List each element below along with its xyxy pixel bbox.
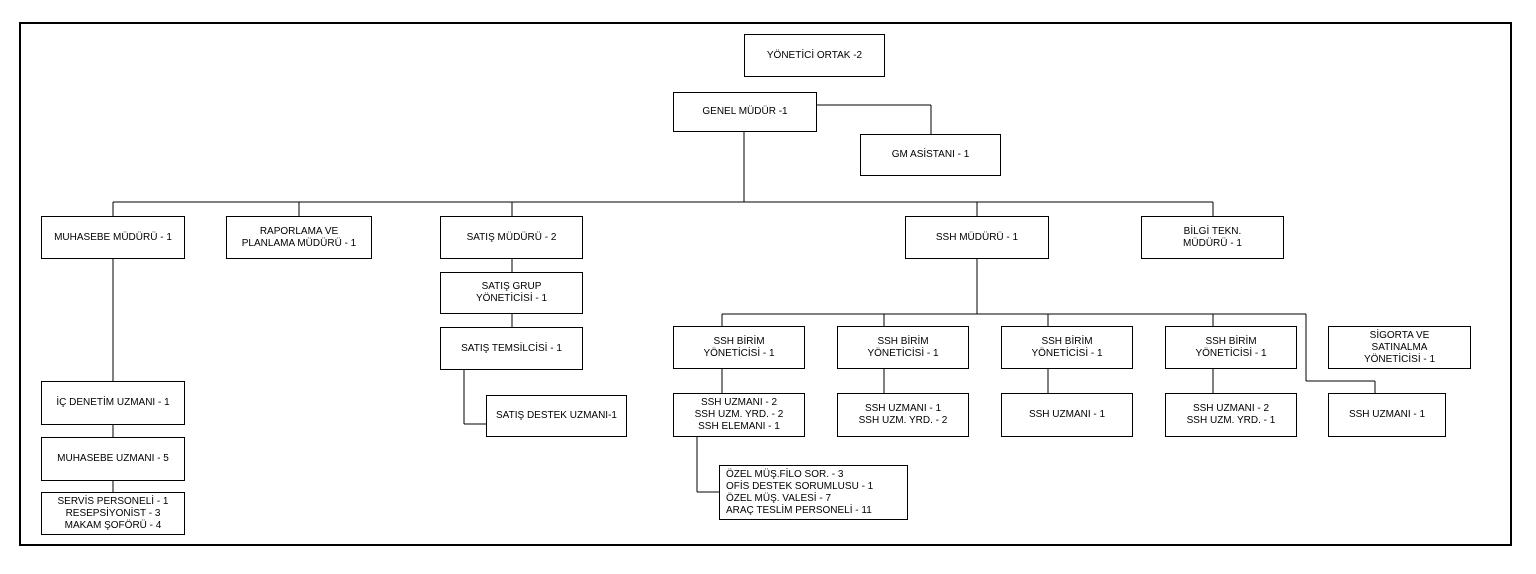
node-raporlama-muduru: RAPORLAMA VE PLANLAMA MÜDÜRÜ - 1 [226, 216, 372, 259]
node-ic-denetim-uzmani: İÇ DENETİM UZMANI - 1 [41, 381, 185, 425]
node-ssh-birim-2: SSH BİRİM YÖNETİCİSİ - 1 [837, 326, 969, 369]
node-sigorta-satinalma: SİGORTA VE SATINALMA YÖNETİCİSİ - 1 [1328, 326, 1471, 369]
node-servis-personeli: SERVİS PERSONELİ - 1 RESEPSİYONİST - 3 M… [41, 492, 185, 535]
node-gm-asistani: GM ASİSTANI - 1 [860, 134, 1001, 176]
diagram-frame [19, 22, 1512, 546]
node-yonetici-ortak: YÖNETİCİ ORTAK -2 [744, 34, 885, 77]
node-ssh-staff-3: SSH UZMANI - 1 [1001, 393, 1133, 437]
node-ssh-sub-staff: ÖZEL MÜŞ.FİLO SOR. - 3 OFİS DESTEK SORUM… [719, 465, 908, 520]
node-satis-destek-uzmani: SATIŞ DESTEK UZMANI-1 [486, 395, 627, 437]
node-muhasebe-uzmani: MUHASEBE UZMANI - 5 [41, 437, 185, 481]
node-bilgi-tekn-muduru: BİLGİ TEKN. MÜDÜRÜ - 1 [1141, 216, 1284, 259]
node-genel-mudur: GENEL MÜDÜR -1 [673, 92, 817, 132]
node-satis-muduru: SATIŞ MÜDÜRÜ - 2 [440, 216, 583, 259]
node-ssh-staff-4: SSH UZMANI - 2 SSH UZM. YRD. - 1 [1165, 393, 1297, 437]
node-ssh-muduru: SSH MÜDÜRÜ - 1 [905, 216, 1049, 259]
node-ssh-staff-2: SSH UZMANI - 1 SSH UZM. YRD. - 2 [837, 393, 969, 437]
node-satis-temsilcisi: SATIŞ TEMSİLCİSİ - 1 [440, 327, 583, 370]
node-satis-grup-yoneticisi: SATIŞ GRUP YÖNETİCİSİ - 1 [440, 272, 583, 314]
node-muhasebe-muduru: MUHASEBE MÜDÜRÜ - 1 [41, 216, 185, 259]
node-ssh-birim-4: SSH BİRİM YÖNETİCİSİ - 1 [1165, 326, 1297, 369]
node-ssh-birim-3: SSH BİRİM YÖNETİCİSİ - 1 [1001, 326, 1133, 369]
node-ssh-birim-1: SSH BİRİM YÖNETİCİSİ - 1 [673, 326, 805, 369]
node-sigorta-staff: SSH UZMANI - 1 [1328, 393, 1446, 437]
node-ssh-staff-1: SSH UZMANI - 2 SSH UZM. YRD. - 2 SSH ELE… [673, 393, 805, 437]
